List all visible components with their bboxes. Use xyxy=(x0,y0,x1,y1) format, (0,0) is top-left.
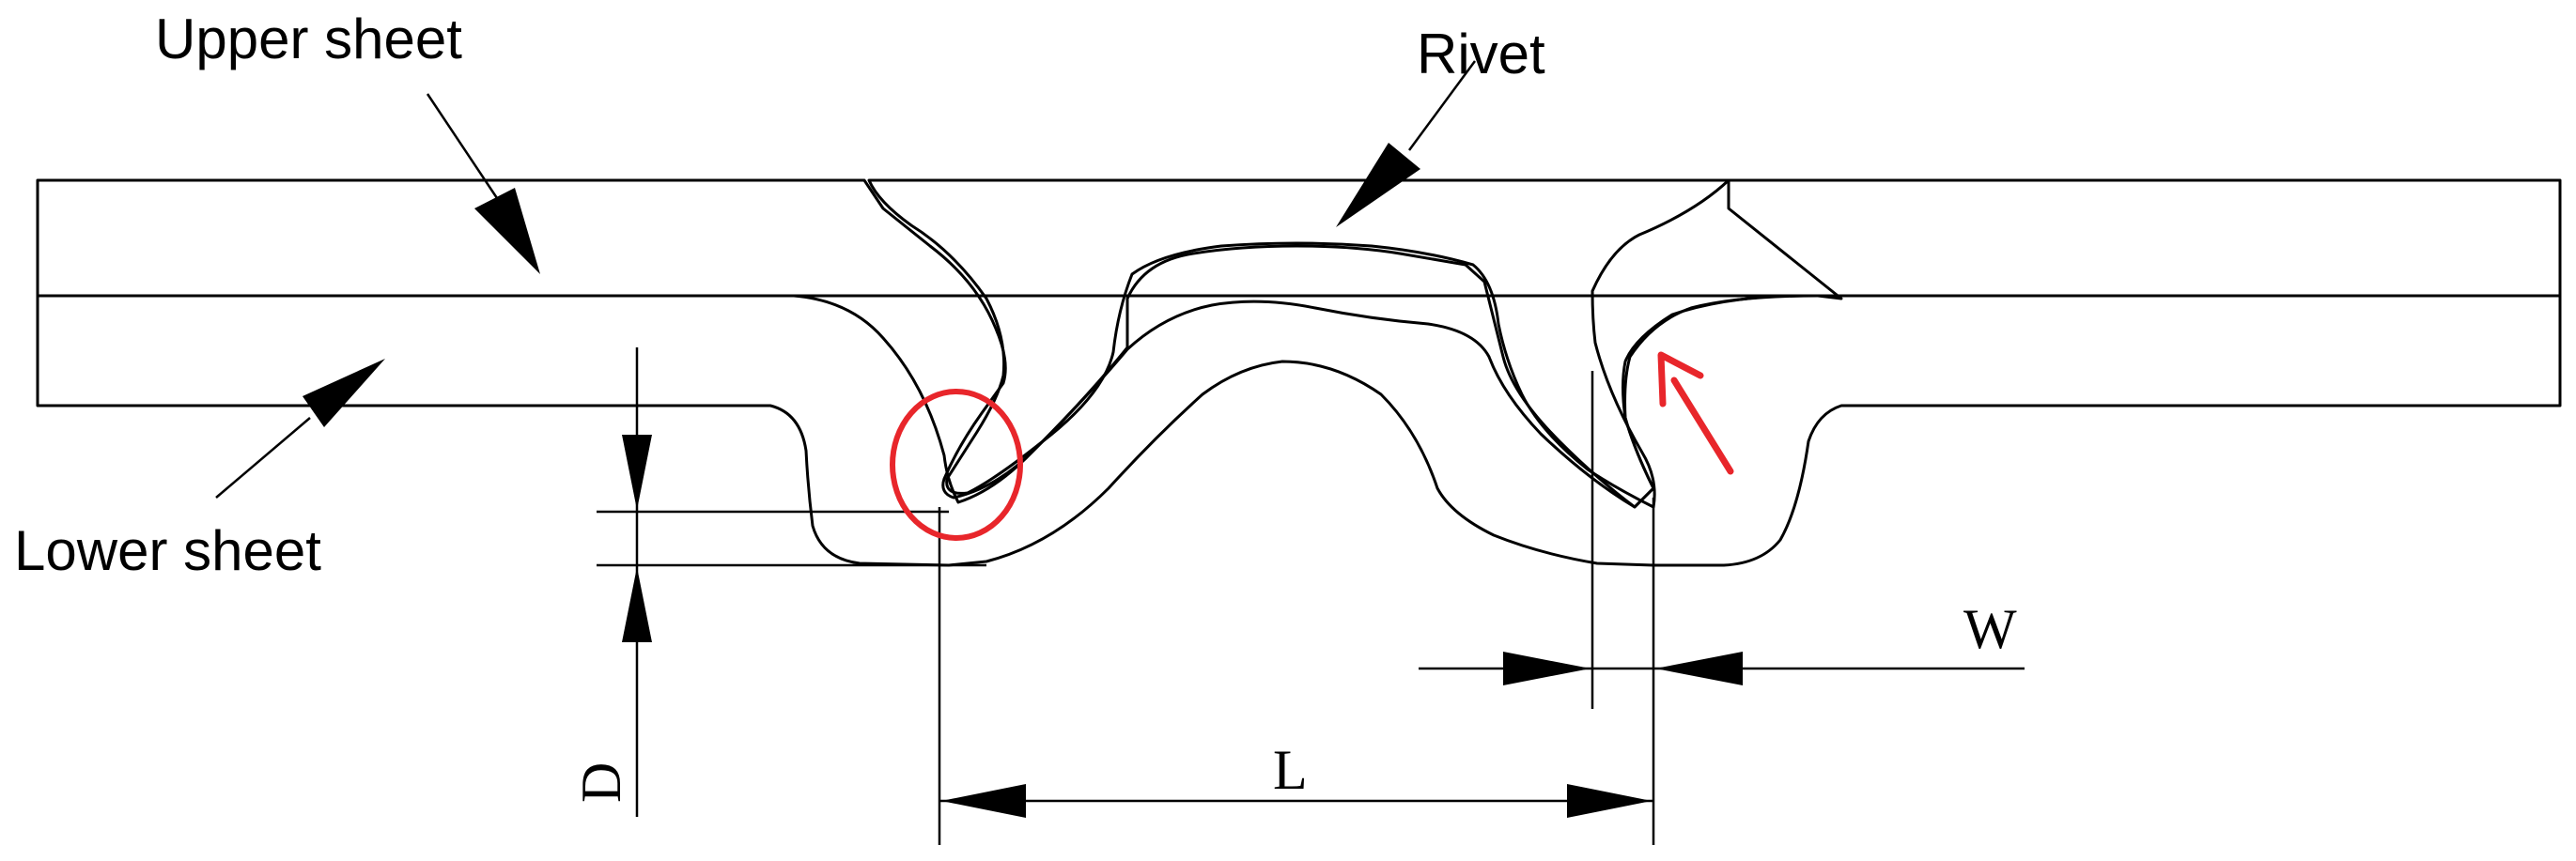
upper-sheet-region xyxy=(36,178,2562,509)
label-lower-sheet: Lower sheet xyxy=(14,519,321,582)
label-dimension-l: L xyxy=(1273,739,1308,801)
label-rivet: Rivet xyxy=(1417,23,1545,85)
highlight-circle xyxy=(890,389,1023,541)
dimension-d xyxy=(597,347,986,817)
label-dimension-d: D xyxy=(570,762,632,803)
lower-sheet-leader xyxy=(215,417,311,499)
lower-sheet-arrowhead xyxy=(303,359,385,427)
red-arrow-icon xyxy=(1657,351,1734,475)
rivet-arrowhead xyxy=(1336,143,1420,227)
rivet-region xyxy=(867,178,1730,509)
dimension-w xyxy=(1419,371,2025,709)
lower-sheet-region xyxy=(36,294,2562,567)
label-upper-sheet: Upper sheet xyxy=(155,8,462,70)
upper-sheet-arrowhead xyxy=(474,188,540,274)
rivet-leader xyxy=(1407,60,1477,151)
upper-sheet-leader xyxy=(426,93,504,208)
label-dimension-w: W xyxy=(1963,598,2017,660)
dimension-l xyxy=(938,498,1655,845)
